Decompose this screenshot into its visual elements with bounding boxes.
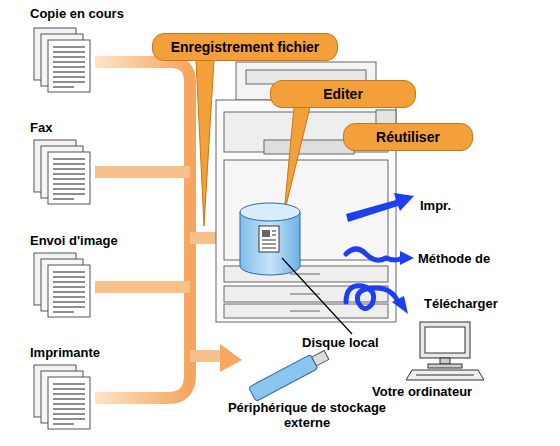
arrowhead [392, 251, 414, 314]
part-name: Périphérique de stockage externe [212, 400, 402, 430]
callout-box: Enregistrement fichier [152, 33, 338, 61]
disk-cylinder [240, 203, 300, 275]
source-label: Envoi d'image [30, 233, 150, 248]
action-box: Réutiliser [343, 123, 473, 151]
output-label: Méthode de [418, 251, 538, 266]
leader-line [282, 258, 352, 334]
source-label: Fax [30, 120, 110, 135]
output-label: Impr. [420, 198, 500, 213]
source-label: Imprimante [30, 345, 150, 360]
source-label: Copie en cours [30, 6, 170, 21]
output-arrow [346, 193, 414, 222]
part-name: Disque local [302, 335, 412, 350]
part-name: Votre ordinateur [372, 384, 502, 399]
callout-box: Editer [270, 80, 416, 108]
output-arrow [346, 249, 402, 309]
callout-text: Editer [323, 86, 363, 102]
document-stack [34, 28, 90, 429]
usb-stick [249, 348, 331, 402]
computer-icon [406, 322, 484, 380]
callout-text: Réutiliser [376, 129, 440, 145]
output-label: Télécharger [424, 296, 544, 311]
callout-text: Enregistrement fichier [171, 39, 320, 55]
